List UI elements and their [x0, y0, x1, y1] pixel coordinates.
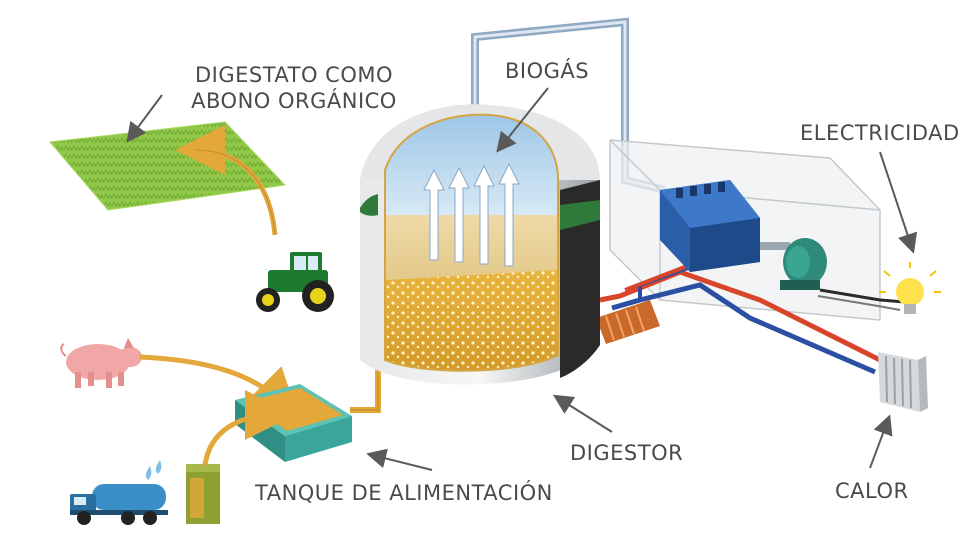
label-digestato-line1: DIGESTATO COMO — [194, 63, 394, 87]
label-electricidad: ELECTRICIDAD — [800, 121, 960, 145]
radiator-icon — [878, 352, 928, 412]
pig-icon — [60, 338, 142, 388]
feed-tank-icon — [235, 384, 352, 462]
engine-icon — [660, 180, 760, 272]
label-digestato: DIGESTATO COMO ABONO ORGÁNICO — [178, 62, 410, 114]
generator-icon — [780, 238, 827, 290]
label-digestato-line2: ABONO ORGÁNICO — [191, 89, 397, 113]
tractor-icon — [256, 252, 334, 312]
label-tanque: TANQUE DE ALIMENTACIÓN — [255, 481, 553, 505]
truck-icon — [70, 460, 168, 525]
bulb-icon — [879, 262, 941, 314]
digester-icon — [360, 104, 600, 385]
label-digestor: DIGESTOR — [570, 441, 684, 465]
container-icon — [186, 464, 220, 524]
label-biogas: BIOGÁS — [505, 59, 590, 83]
field-icon — [49, 121, 287, 211]
heat-exchanger-icon — [596, 300, 660, 344]
label-calor: CALOR — [835, 479, 909, 503]
